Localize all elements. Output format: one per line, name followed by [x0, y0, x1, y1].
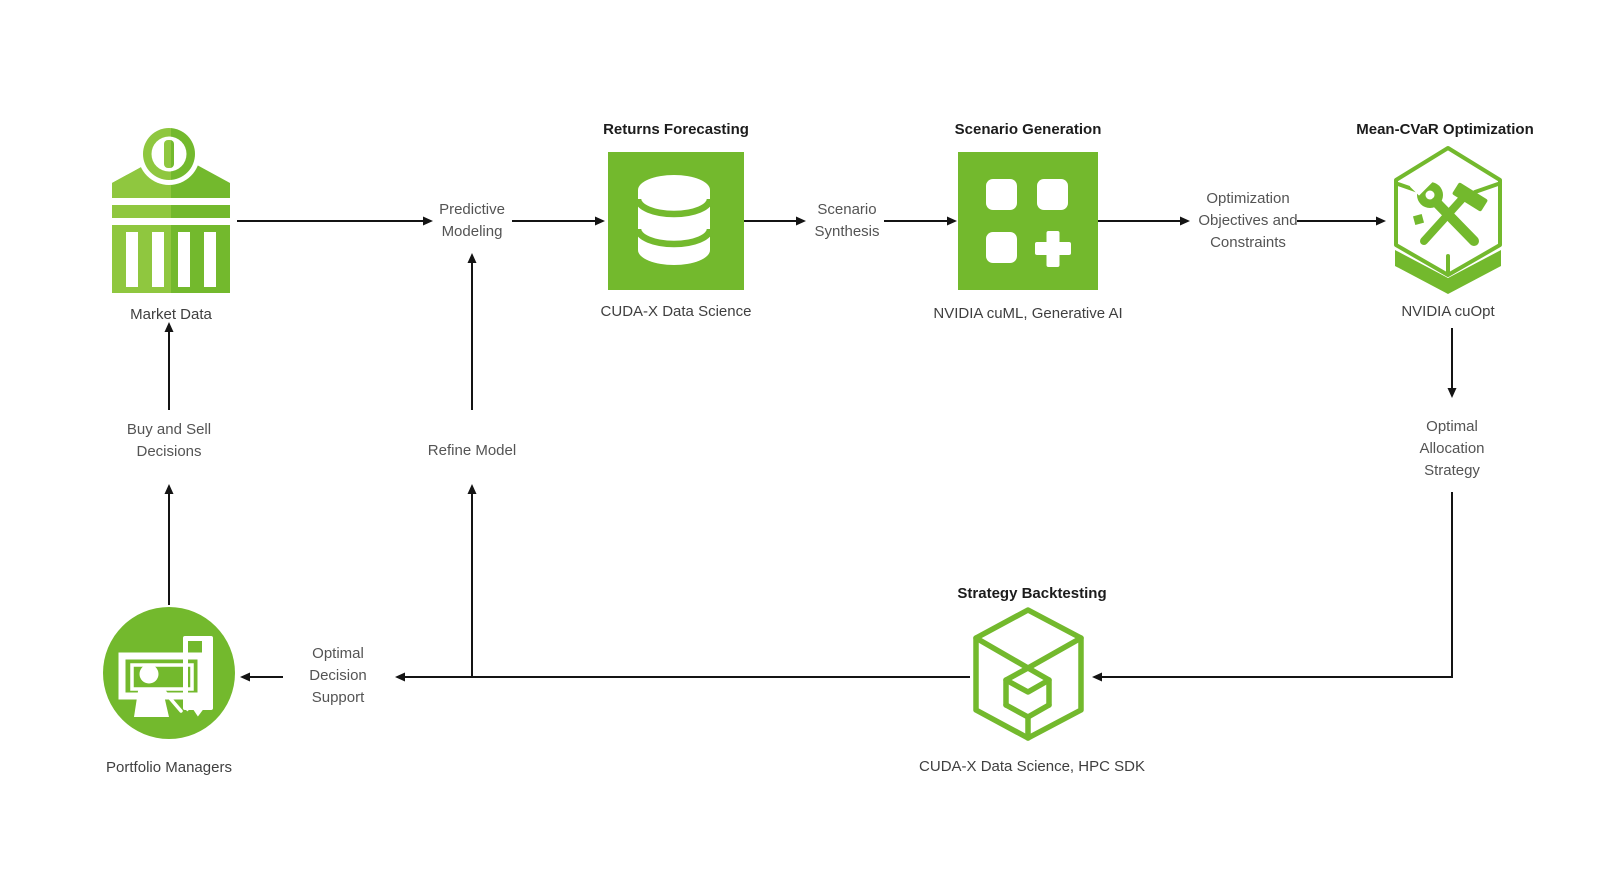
portfolio-managers-label: Portfolio Managers [106, 759, 232, 776]
toolbox-hexagon-icon [1394, 146, 1502, 294]
flow-label-buy-and-sell: Buy and Sell Decisions [126, 421, 212, 460]
arrow-decision-to-portfolio [240, 672, 283, 682]
flow-label-optimal-decision-support: Optimal Decision Support [309, 645, 367, 706]
cube-icon [973, 607, 1084, 741]
arrow-feedback-to-refine [467, 484, 477, 677]
mean-cvar-title: Mean-CVaR Optimization [1356, 121, 1534, 138]
mean-cvar-sublabel: NVIDIA cuOpt [1401, 303, 1495, 320]
arrow-backtesting-to-decision [395, 672, 970, 682]
flow-label-scenario-synthesis: Scenario Synthesis [814, 201, 880, 240]
arrow-objectives-to-cvar [1297, 216, 1386, 226]
arrow-allocation-to-backtesting [1092, 492, 1453, 682]
arrow-market-to-predictive [237, 216, 433, 226]
flow-label-predictive-modeling: Predictive Modeling [439, 201, 505, 240]
flow-label-optimization-objectives: Optimization Objectives and Constraints [1198, 190, 1298, 251]
scenario-generation-node [958, 152, 1098, 290]
arrow-refine-to-predictive [467, 253, 477, 410]
returns-forecasting-node [608, 152, 744, 290]
mean-cvar-node [1388, 145, 1502, 300]
market-data-node [112, 128, 230, 293]
database-icon [634, 175, 714, 265]
flow-label-optimal-allocation: Optimal Allocation Strategy [1419, 418, 1485, 479]
arrow-scenario-to-objectives [1098, 216, 1190, 226]
returns-forecasting-sublabel: CUDA-X Data Science [600, 303, 752, 320]
scenario-generation-sublabel: NVIDIA cuML, Generative AI [933, 305, 1123, 322]
strategy-backtesting-node [966, 605, 1090, 743]
presenter-icon [103, 607, 235, 739]
arrow-cuopt-to-allocation [1447, 328, 1457, 398]
strategy-backtesting-title: Strategy Backtesting [957, 585, 1107, 602]
arrow-portfolio-to-buysell [164, 484, 174, 605]
arrow-synthesis-to-scenario [884, 216, 957, 226]
scenario-generation-title: Scenario Generation [954, 121, 1102, 138]
grid-plus-icon [986, 179, 1071, 267]
market-data-label: Market Data [130, 306, 212, 323]
arrow-returns-to-synthesis [744, 216, 806, 226]
arrow-buysell-to-market [164, 322, 174, 410]
flow-label-refine-model: Refine Model [427, 442, 517, 459]
portfolio-managers-node [103, 607, 235, 739]
strategy-backtesting-sublabel: CUDA-X Data Science, HPC SDK [919, 758, 1145, 775]
returns-forecasting-title: Returns Forecasting [603, 121, 749, 138]
arrow-predictive-to-returns [512, 216, 605, 226]
